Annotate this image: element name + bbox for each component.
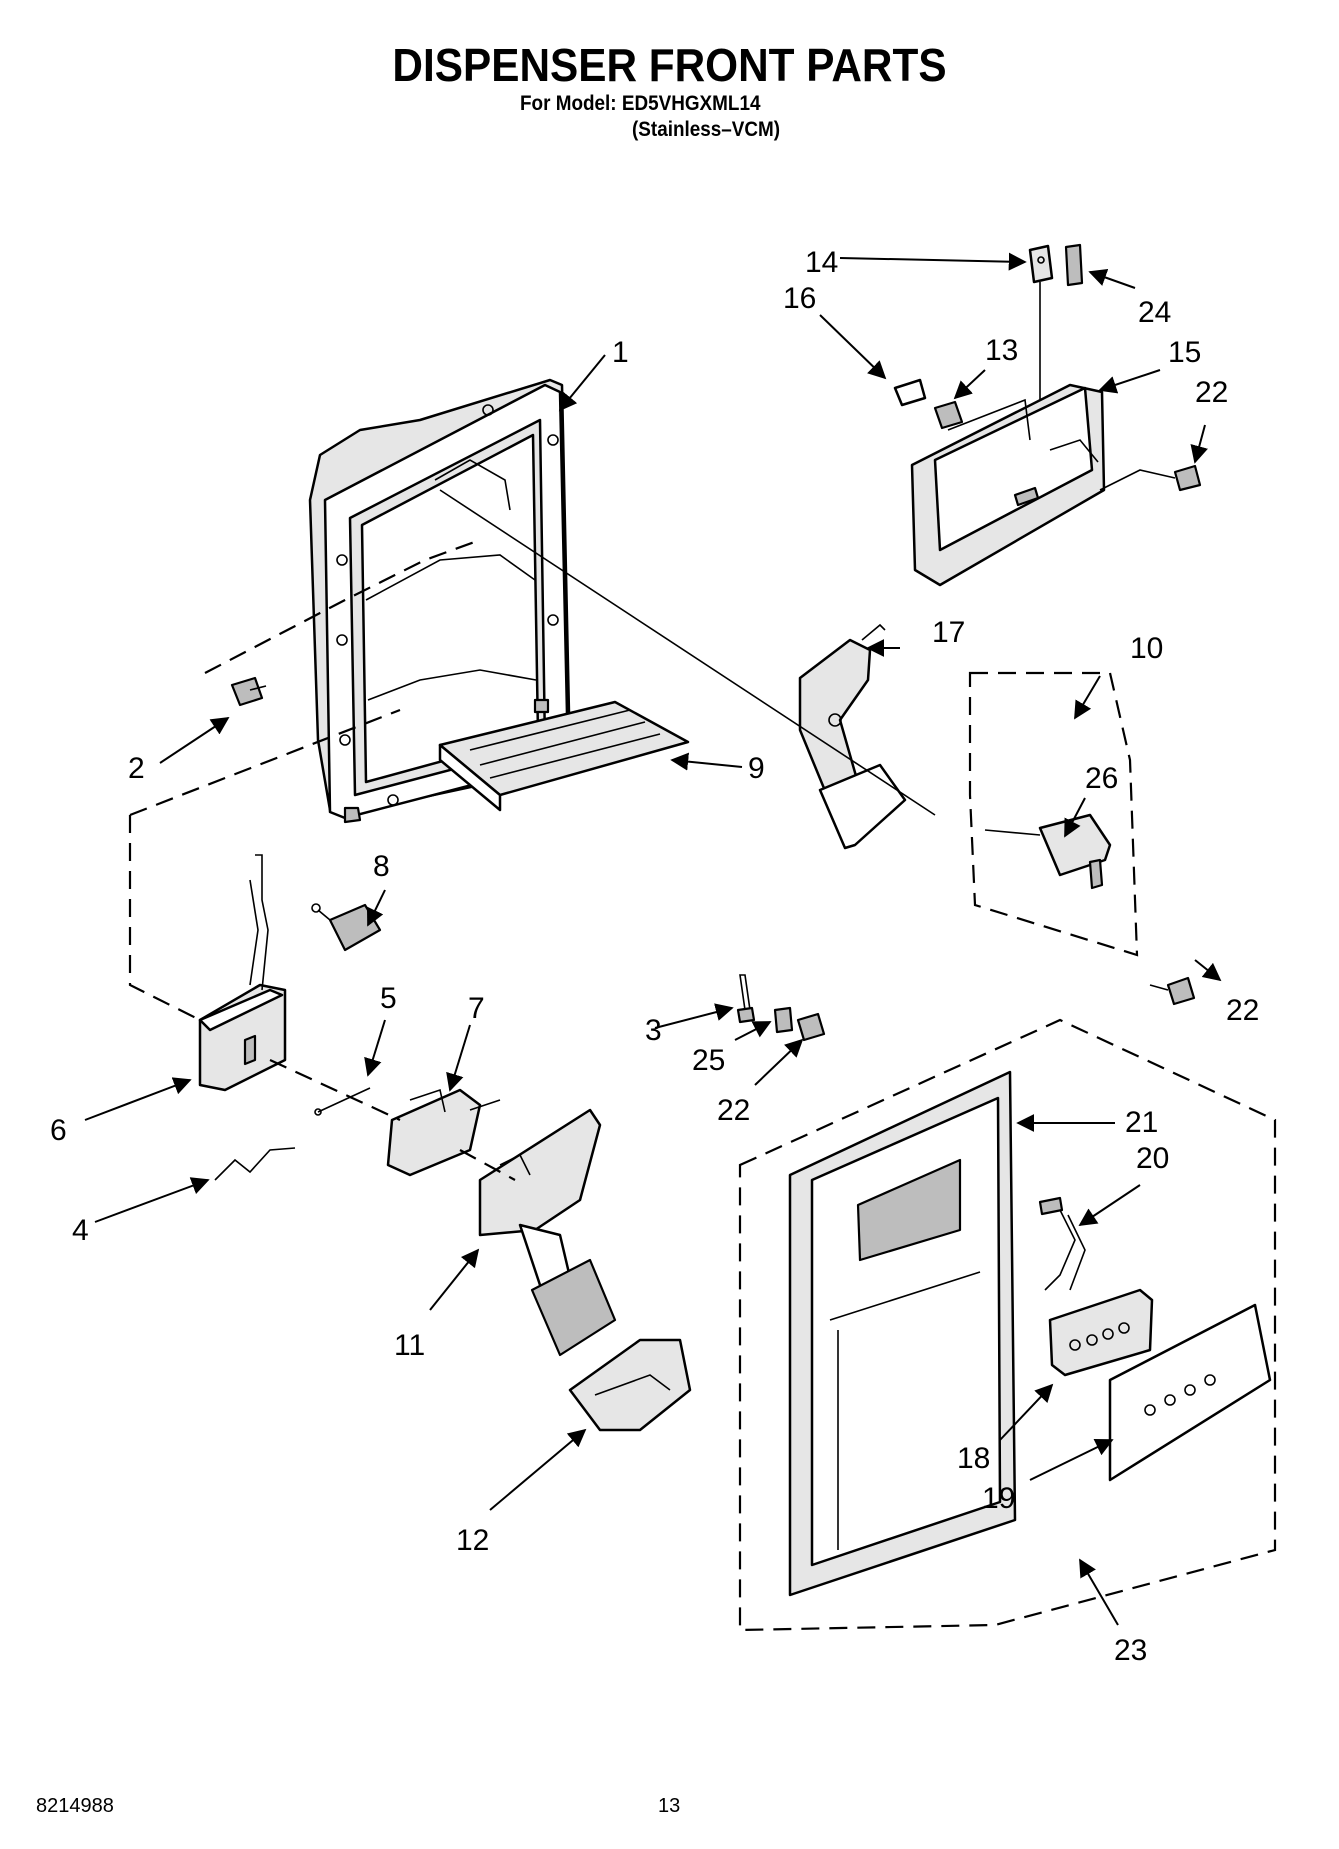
- callout-4: 4: [72, 1214, 89, 1247]
- callout-19: 19: [982, 1482, 1015, 1515]
- callout-11: 11: [394, 1329, 425, 1362]
- part-14-switch: [1028, 244, 1054, 284]
- part-11-ice-lever: [478, 1108, 617, 1357]
- callout-21: 21: [1125, 1106, 1158, 1139]
- callout-20: 20: [1136, 1142, 1169, 1175]
- callout-12: 12: [456, 1524, 489, 1557]
- callout-25: 25: [692, 1044, 725, 1077]
- model-line: For Model: ED5VHGXML14: [520, 92, 761, 115]
- callout-13: 13: [985, 334, 1018, 367]
- part-3-bracket: [736, 974, 756, 1024]
- callout-16: 16: [783, 282, 816, 315]
- part-6-module: [198, 854, 287, 1092]
- page-number: 13: [658, 1795, 681, 1817]
- part-24-insulator: [1064, 243, 1084, 287]
- part-22-screw-mid: [1149, 976, 1196, 1006]
- callout-5: 5: [380, 982, 397, 1015]
- part-13-socket: [933, 400, 964, 430]
- part-5-pin: [314, 1087, 371, 1116]
- callout-8: 8: [373, 850, 390, 883]
- part-8-solenoid: [311, 903, 382, 952]
- callout-22-b: 22: [1226, 994, 1259, 1027]
- part-20-wire-harness: [1038, 1196, 1086, 1291]
- part-7-lever-bracket: [386, 1088, 501, 1177]
- callout-26: 26: [1085, 762, 1118, 795]
- callout-3: 3: [645, 1014, 662, 1047]
- callout-9: 9: [748, 752, 765, 785]
- page-title: DISPENSER FRONT PARTS: [392, 39, 947, 91]
- part-15-bracket: [910, 383, 1106, 587]
- part-18-control-board: [1048, 1288, 1154, 1377]
- callout-1: 1: [612, 336, 629, 369]
- callout-6: 6: [50, 1114, 67, 1147]
- part-26-water-guide: [984, 813, 1112, 890]
- callout-23: 23: [1114, 1634, 1147, 1667]
- callout-7: 7: [468, 992, 485, 1025]
- callout-10: 10: [1130, 632, 1163, 665]
- part-4-spring: [214, 1147, 296, 1181]
- part-17-water-lever: [798, 623, 907, 850]
- callout-18: 18: [957, 1442, 990, 1475]
- part-25-spacer: [773, 1006, 794, 1034]
- callout-15: 15: [1168, 336, 1201, 369]
- callout-24: 24: [1138, 296, 1171, 329]
- part-21-trim: [788, 1070, 1017, 1597]
- part-12-ice-cup: [568, 1338, 692, 1432]
- variant-line: (Stainless–VCM): [632, 118, 781, 141]
- document-number: 8214988: [36, 1795, 114, 1817]
- callout-22-c: 22: [717, 1094, 750, 1127]
- part-22-screw-top: [1099, 464, 1202, 492]
- callout-14: 14: [805, 246, 838, 279]
- callout-17: 17: [932, 616, 965, 649]
- callout-2: 2: [128, 752, 145, 785]
- part-9-drip-tray: [438, 700, 690, 812]
- callout-22-a: 22: [1195, 376, 1228, 409]
- part-16-bulb: [893, 378, 927, 407]
- part-22-screw-low: [796, 1012, 826, 1042]
- part-2-screw: [230, 676, 267, 707]
